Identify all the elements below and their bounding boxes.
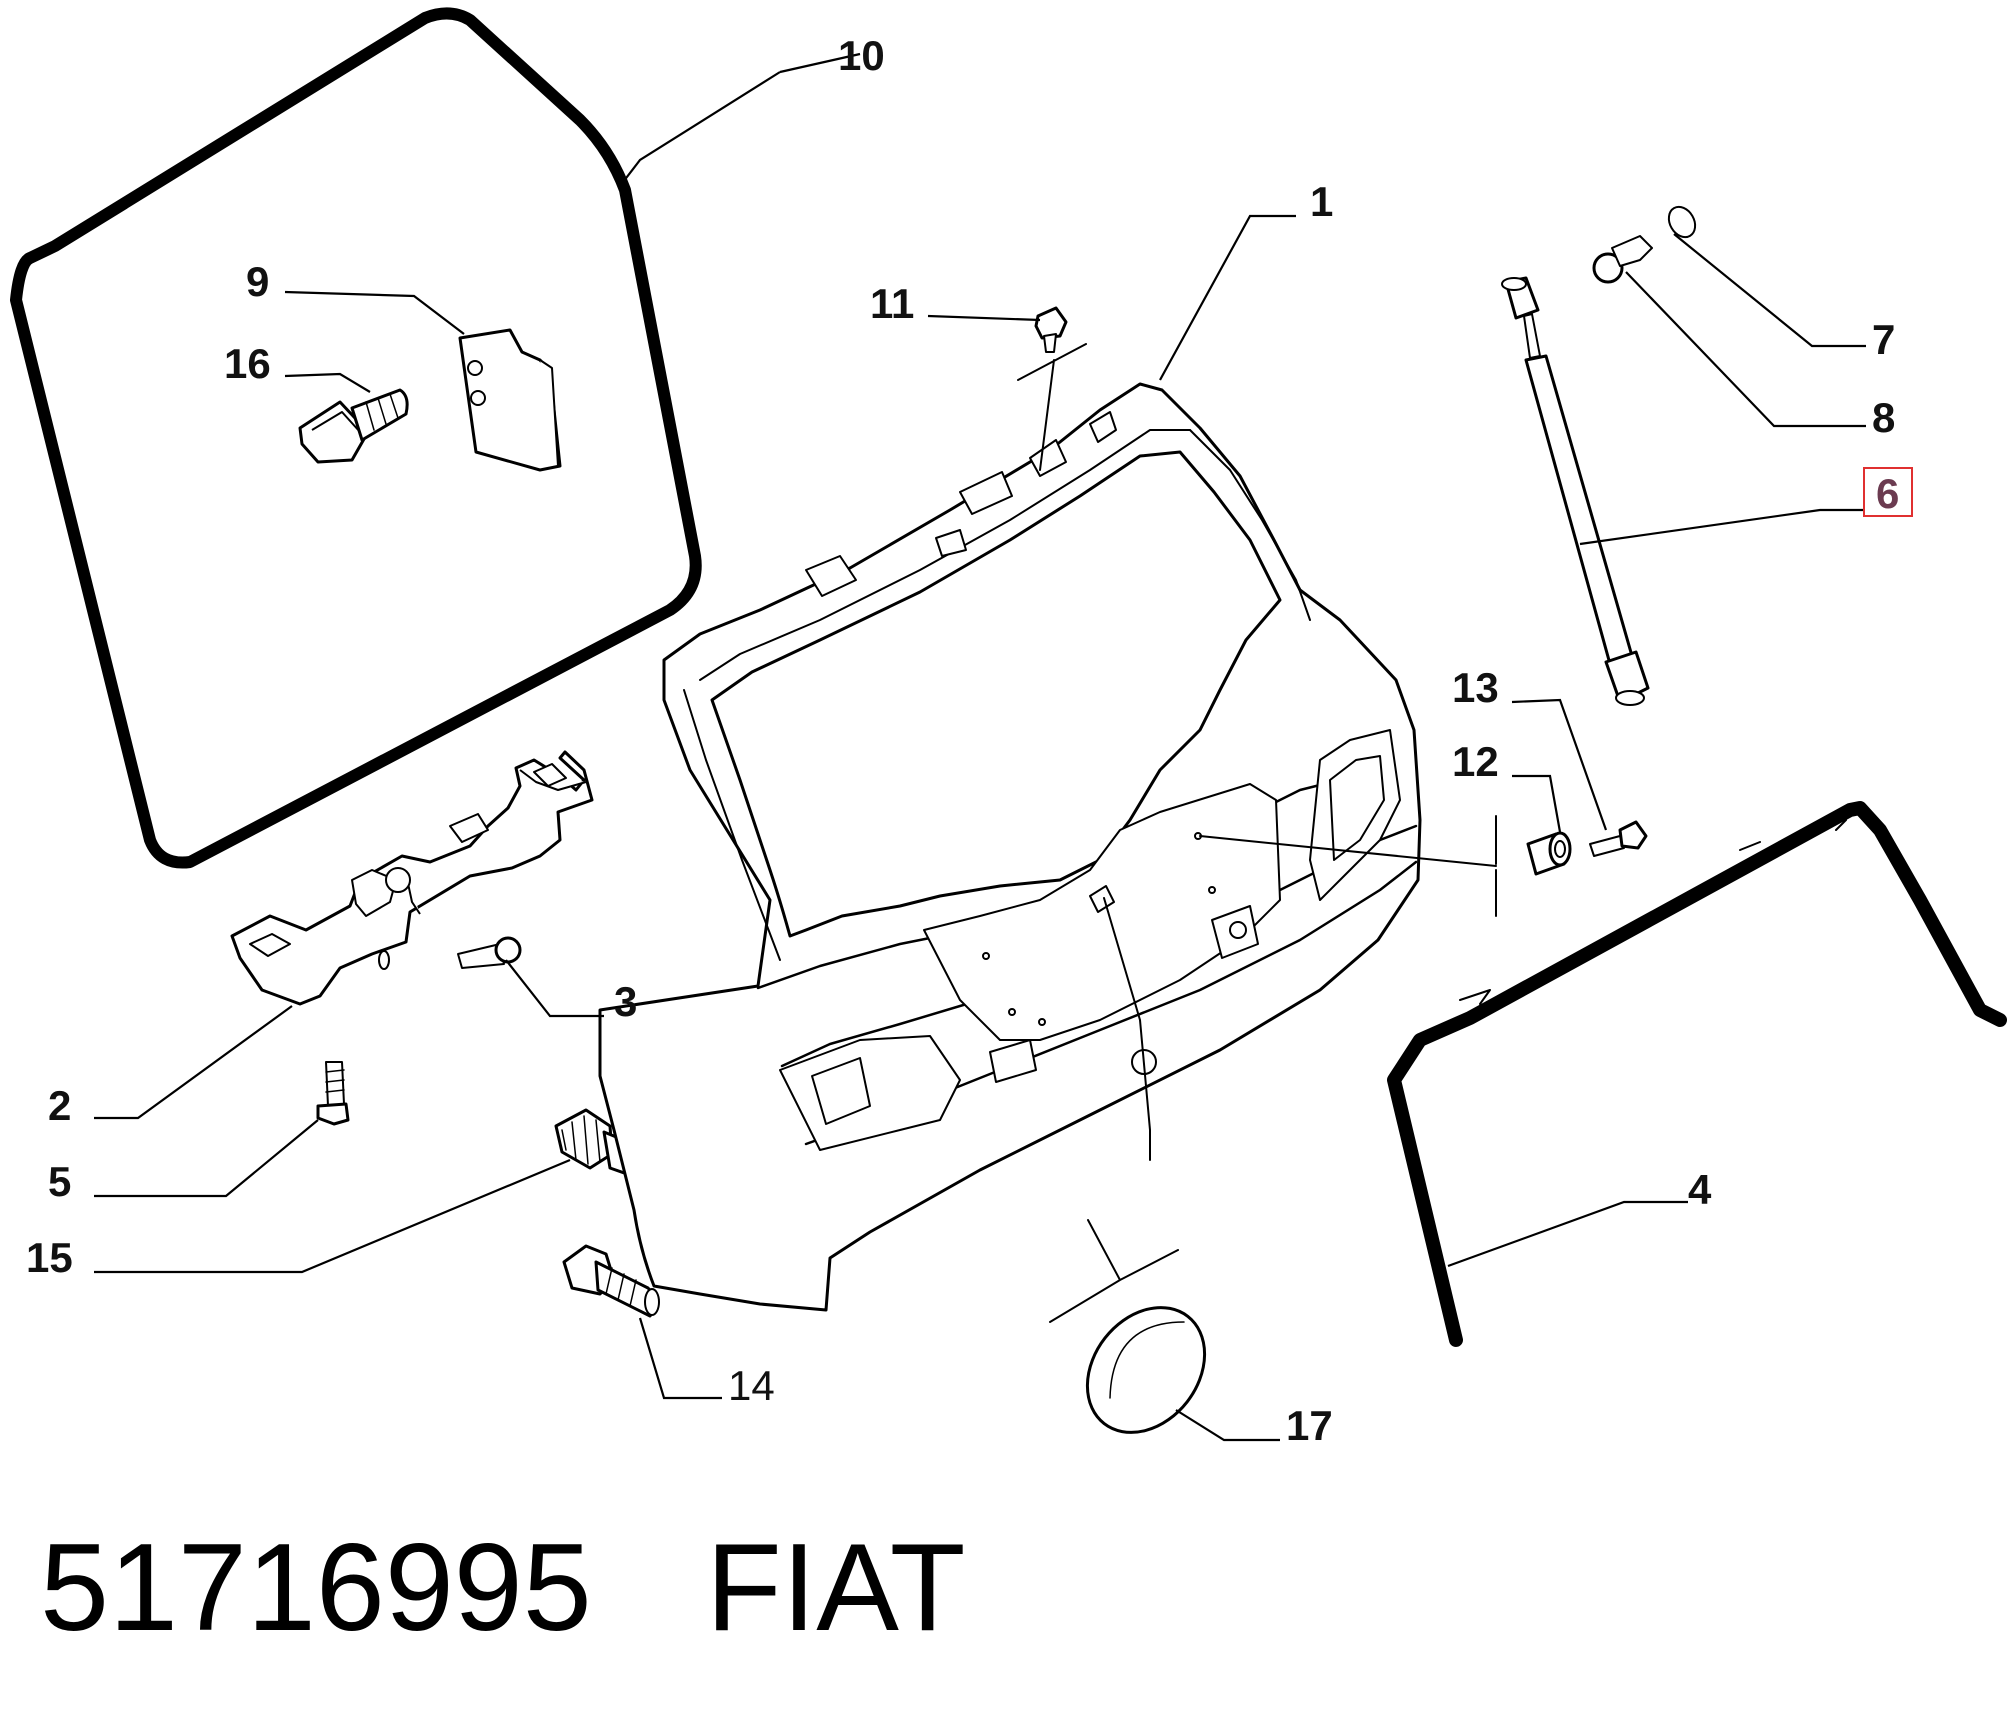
part-number: 51716995	[40, 1519, 592, 1657]
screw-11	[1017, 306, 1087, 471]
screw-13	[1589, 820, 1648, 857]
callout-8: 8	[1872, 394, 1895, 441]
callout-15: 15	[26, 1234, 73, 1281]
trim-strip	[1387, 801, 2007, 1347]
callout-10: 10	[838, 32, 885, 79]
assembly-lines	[1049, 815, 1497, 1323]
gas-strut	[1501, 276, 1650, 706]
leader-lines	[94, 52, 1866, 1442]
bolt-5	[316, 1061, 350, 1126]
callout-3: 3	[614, 978, 637, 1025]
hinge	[230, 750, 594, 1006]
callout-2: 2	[48, 1082, 71, 1129]
bushing-12	[1526, 831, 1572, 876]
callout-6: 6	[1876, 470, 1899, 517]
callout-5: 5	[48, 1158, 71, 1205]
pin-3	[457, 936, 522, 969]
callout-1: 1	[1310, 178, 1333, 225]
callout-13: 13	[1452, 664, 1499, 711]
callout-9: 9	[246, 258, 269, 305]
callout-12: 12	[1452, 738, 1499, 785]
callout-4: 4	[1688, 1166, 1712, 1213]
rear-window-seal	[10, 7, 702, 869]
caption: 51716995 FIAT	[40, 1519, 965, 1657]
cap-17	[1085, 1306, 1207, 1434]
callout-16: 16	[224, 340, 271, 387]
callouts: 10 1 9 16 11 7 8 6 13 12 4 2 3 5 15 14 1…	[26, 32, 1913, 1449]
clip-7	[1667, 205, 1697, 239]
ball-stud-8	[1592, 235, 1653, 284]
brand-label: FIAT	[706, 1519, 965, 1657]
callout-7: 7	[1872, 316, 1895, 363]
callout-14: 14	[728, 1362, 775, 1409]
callout-11: 11	[870, 280, 914, 327]
bolt-14	[562, 1244, 660, 1318]
bolt-16	[298, 388, 409, 464]
highlight-box	[1863, 467, 1913, 517]
bracket-plate	[458, 328, 562, 472]
callout-17: 17	[1286, 1402, 1333, 1449]
tailgate	[598, 382, 1422, 1312]
